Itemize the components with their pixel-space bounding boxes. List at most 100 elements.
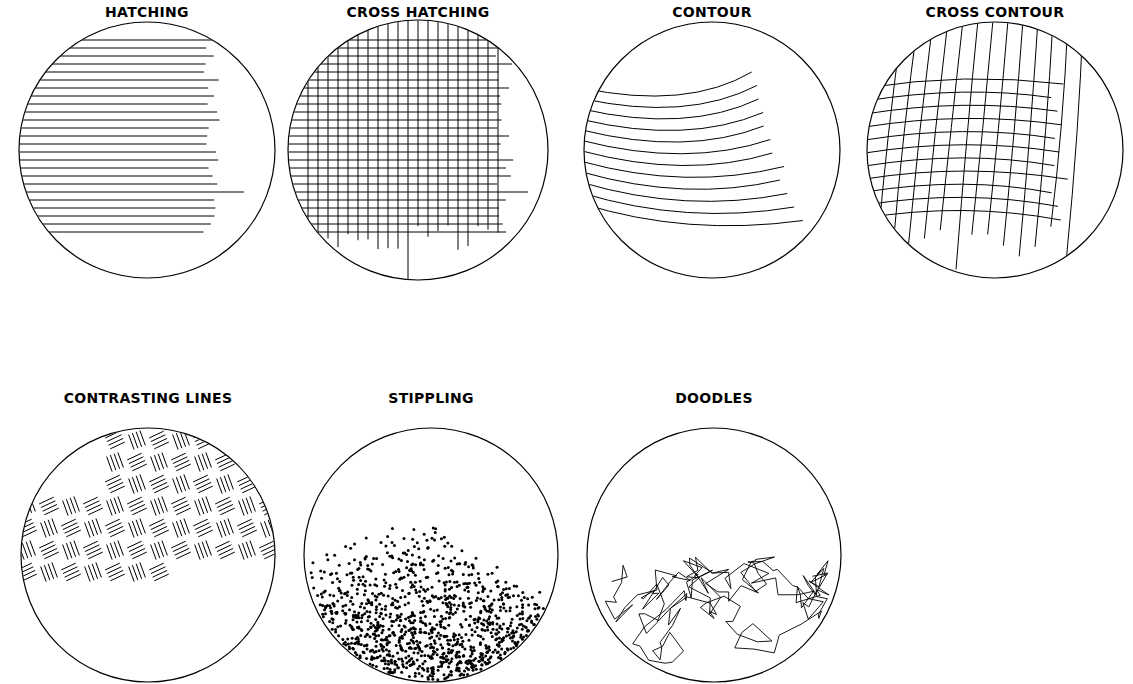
stipple-dot (443, 595, 446, 598)
hatch-line (17, 144, 206, 145)
stipple-dot (435, 572, 438, 575)
stipple-dot (352, 618, 355, 621)
stipple-dot (463, 648, 466, 651)
stipple-dot (506, 627, 509, 630)
stipple-dot (399, 619, 402, 622)
stipple-dot (441, 617, 444, 620)
contrast-line (41, 567, 46, 582)
stipple-dot (479, 597, 482, 600)
contrast-line (110, 574, 125, 581)
stipple-dot (391, 527, 394, 530)
stipple-dot (375, 650, 378, 653)
stipple-dot (323, 570, 326, 573)
stipple-dot (469, 655, 472, 658)
stipple-dot (370, 655, 373, 658)
stipple-dot (368, 610, 371, 613)
hatch-line (408, 18, 409, 292)
stipple-dot (311, 561, 314, 564)
contrast-line (110, 442, 125, 449)
stipple-dot (455, 643, 458, 646)
stipple-dot (414, 574, 417, 577)
stipple-dot (426, 547, 429, 550)
stipple-dot (451, 570, 454, 573)
stipple-dot (470, 628, 473, 631)
stipple-dot (385, 648, 388, 651)
stipple-dot (426, 670, 429, 673)
stipple-dot (407, 654, 410, 657)
contrast-line (107, 457, 112, 472)
stipple-dot (396, 614, 399, 617)
stipple-dot (328, 620, 331, 623)
stipple-dot (496, 566, 499, 569)
stipple-dot (419, 580, 422, 583)
stipple-dot (479, 656, 482, 659)
stipple-dot (478, 617, 481, 620)
stipple-dot (436, 609, 439, 612)
stipple-dot (342, 605, 345, 608)
stipple-dot (481, 653, 484, 656)
stipple-dot (439, 625, 442, 628)
stipple-dot (391, 631, 394, 634)
contrast-line (261, 479, 266, 494)
contrast-line (268, 476, 273, 491)
hatch-line (318, 18, 319, 242)
stipple-dot (388, 671, 391, 674)
stipple-dot (496, 622, 499, 625)
contour-line (972, 20, 993, 235)
stipple-dot (388, 628, 391, 631)
circle-outline (19, 22, 275, 278)
stipple-dot (344, 644, 347, 647)
texture-strokes (582, 72, 803, 226)
stipple-dot (473, 649, 476, 652)
stipple-dot (521, 617, 524, 620)
stipple-dot (397, 666, 400, 669)
stipple-dot (407, 549, 410, 552)
stipple-dot (434, 531, 437, 534)
contrast-line (264, 552, 279, 559)
stipple-dot (316, 594, 319, 597)
stipple-dot (422, 563, 425, 566)
stipple-dot (520, 599, 523, 602)
stipple-dot (344, 613, 347, 616)
stipple-dot (462, 573, 465, 576)
contrast-line (132, 464, 147, 471)
stipple-dot (433, 639, 436, 642)
stipple-dot (455, 653, 458, 656)
contrast-line (129, 435, 134, 450)
stipple-dot (521, 628, 524, 631)
stipple-dot (375, 656, 378, 659)
stipple-dot (512, 594, 515, 597)
contrast-line (242, 442, 257, 449)
stipple-dot (426, 644, 429, 647)
stipple-dot (499, 657, 502, 660)
stipple-dot (446, 542, 449, 545)
stipple-dot (448, 616, 451, 619)
stipple-dot (418, 641, 421, 644)
stipple-dot (423, 568, 426, 571)
stipple-dot (416, 658, 419, 661)
stipple-dot (485, 651, 488, 654)
stipple-dot (370, 649, 373, 652)
hatch-line (17, 136, 207, 137)
stipple-dot (330, 617, 333, 620)
hatch-line (478, 18, 479, 226)
stipple-dot (397, 657, 400, 660)
stipple-dot (359, 564, 362, 567)
stipple-dot (406, 560, 409, 563)
stipple-dot (363, 606, 366, 609)
stipple-dot (482, 599, 485, 602)
hatch-line (286, 200, 506, 201)
hatch-line (286, 224, 503, 225)
stipple-dot (384, 573, 387, 576)
stipple-dot (497, 616, 500, 619)
stipple-dot (364, 557, 367, 560)
stipple-dot (487, 646, 490, 649)
stipple-dot (395, 644, 398, 647)
stipple-dot (407, 602, 410, 605)
stipple-dot (468, 623, 471, 626)
stipple-dot (465, 586, 468, 589)
stipple-dot (467, 565, 470, 568)
stipple-dot (380, 612, 383, 615)
contrast-line (217, 523, 222, 538)
stipple-dot (410, 627, 413, 630)
